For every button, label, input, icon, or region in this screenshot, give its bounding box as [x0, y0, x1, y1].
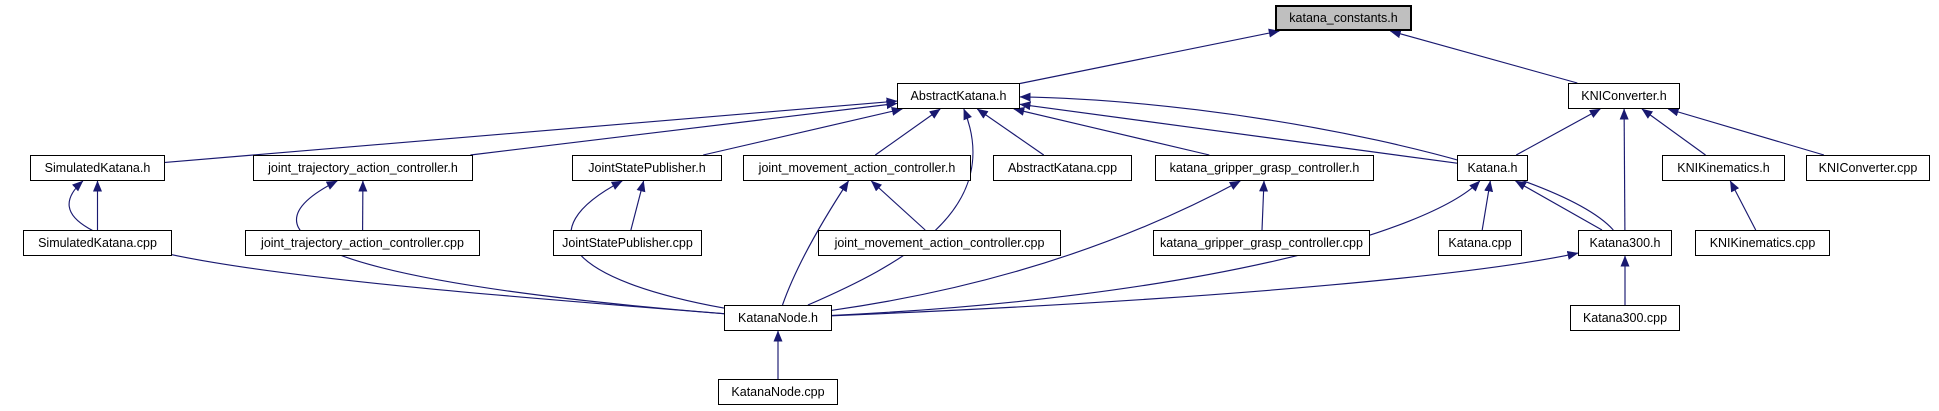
graph-node-label: Katana.cpp — [1448, 236, 1512, 250]
graph-node-label: katana_constants.h — [1289, 11, 1398, 25]
include-edge-jointstatepublisher_cpp-to-jointstatepublisher_h — [630, 180, 646, 231]
graph-node-label: joint_movement_action_controller.cpp — [834, 236, 1045, 250]
graph-node-katana-constants-h[interactable]: katana_constants.h — [1275, 5, 1412, 31]
graph-node-label: KatanaNode.cpp — [731, 385, 825, 399]
graph-node-label: SimulatedKatana.h — [44, 161, 151, 175]
include-edge-katana_gripper_grasp_controller_h-to-abstractkatana_h — [1013, 107, 1210, 156]
graph-node-katananode-cpp[interactable]: KatanaNode.cpp — [718, 379, 838, 405]
graph-node-label: KNIConverter.h — [1581, 89, 1667, 103]
graph-node-joint-movement-action-controller-cpp[interactable]: joint_movement_action_controller.cpp — [818, 230, 1061, 256]
include-edge-knikinematics_cpp-to-knikinematics_h — [1729, 180, 1757, 231]
include-edge-katana_h-to-kniconverter_h — [1515, 108, 1601, 156]
include-edge-abstractkatana_cpp-to-abstractkatana_h — [976, 108, 1045, 156]
graph-node-katananode-h[interactable]: KatanaNode.h — [724, 305, 832, 331]
graph-node-label: AbstractKatana.h — [910, 89, 1007, 103]
graph-node-katana-h[interactable]: Katana.h — [1457, 155, 1528, 181]
include-edge-katana_cpp-to-katana_h — [1481, 180, 1494, 231]
include-edge-simulatedkatana_h-to-abstractkatana_h — [164, 97, 898, 163]
include-edge-abstractkatana_h-to-katana_constants_h — [1019, 28, 1280, 85]
graph-node-joint-trajectory-action-controller-h[interactable]: joint_trajectory_action_controller.h — [253, 155, 473, 181]
graph-node-label: joint_trajectory_action_controller.h — [268, 161, 458, 175]
include-edge-katananode_h-to-katana_h — [831, 180, 1481, 316]
include-edge-jointstatepublisher_h-to-abstractkatana_h — [703, 106, 903, 156]
graph-node-kniconverter-h[interactable]: KNIConverter.h — [1568, 83, 1680, 109]
graph-node-label: AbstractKatana.cpp — [1007, 161, 1118, 175]
graph-node-label: JointStatePublisher.h — [588, 161, 706, 175]
graph-node-label: Katana300.cpp — [1582, 311, 1668, 325]
graph-node-katana300-cpp[interactable]: Katana300.cpp — [1570, 305, 1680, 331]
graph-node-label: KatanaNode.h — [738, 311, 818, 325]
graph-node-jointstatepublisher-cpp[interactable]: JointStatePublisher.cpp — [553, 230, 702, 256]
graph-node-label: Katana300.h — [1589, 236, 1661, 250]
include-edge-katana300_h-to-abstractkatana_h — [1019, 92, 1614, 231]
graph-node-jointstatepublisher-h[interactable]: JointStatePublisher.h — [572, 155, 722, 181]
graph-node-abstractkatana-h[interactable]: AbstractKatana.h — [897, 83, 1020, 109]
graph-node-label: Katana.h — [1467, 161, 1518, 175]
graph-node-katana-cpp[interactable]: Katana.cpp — [1438, 230, 1522, 256]
graph-node-label: joint_trajectory_action_controller.cpp — [261, 236, 464, 250]
graph-node-label: KNIKinematics.h — [1677, 161, 1770, 175]
include-edge-katananode_h-to-joint_movement_action_controller_h — [781, 180, 849, 306]
graph-node-simulatedkatana-cpp[interactable]: SimulatedKatana.cpp — [23, 230, 172, 256]
graph-node-label: SimulatedKatana.cpp — [38, 236, 157, 250]
include-edge-katana300_h-to-katana_h — [1515, 180, 1603, 231]
include-edge-knikinematics_h-to-kniconverter_h — [1641, 108, 1706, 156]
graph-node-abstractkatana-cpp[interactable]: AbstractKatana.cpp — [993, 155, 1132, 181]
graph-node-label: katana_gripper_grasp_controller.cpp — [1160, 236, 1363, 250]
include-edge-katananode_h-to-joint_trajectory_action_controller_h — [296, 180, 725, 315]
graph-node-katana300-h[interactable]: Katana300.h — [1578, 230, 1672, 256]
graph-node-simulatedkatana-h[interactable]: SimulatedKatana.h — [30, 155, 165, 181]
include-edge-joint_movement_action_controller_h-to-abstractkatana_h — [874, 108, 941, 156]
include-edge-joint_movement_action_controller_cpp-to-joint_movement_action_controller_h — [870, 180, 926, 231]
graph-node-joint-movement-action-controller-h[interactable]: joint_movement_action_controller.h — [743, 155, 971, 181]
include-edge-katana_h-to-abstractkatana_h — [1019, 101, 1458, 164]
graph-node-knikinematics-cpp[interactable]: KNIKinematics.cpp — [1695, 230, 1830, 256]
graph-node-label: joint_movement_action_controller.h — [758, 161, 956, 175]
include-edge-joint_trajectory_action_controller_h-to-abstractkatana_h — [470, 100, 898, 156]
graph-node-label: JointStatePublisher.cpp — [562, 236, 693, 250]
graph-node-katana-gripper-grasp-controller-h[interactable]: katana_gripper_grasp_controller.h — [1155, 155, 1374, 181]
include-edge-katana_gripper_grasp_controller_cpp-to-katana_gripper_grasp_controller_h — [1259, 180, 1269, 231]
include-edge-katananode_h-to-katana_gripper_grasp_controller_h — [831, 180, 1241, 311]
graph-node-label: KNIKinematics.cpp — [1709, 236, 1816, 250]
graph-node-joint-trajectory-action-controller-cpp[interactable]: joint_trajectory_action_controller.cpp — [245, 230, 480, 256]
graph-node-kniconverter-cpp[interactable]: KNIConverter.cpp — [1806, 155, 1930, 181]
include-edge-katananode_h-to-abstractkatana_h — [807, 108, 974, 306]
graph-node-katana-gripper-grasp-controller-cpp[interactable]: katana_gripper_grasp_controller.cpp — [1153, 230, 1370, 256]
graph-node-label: katana_gripper_grasp_controller.h — [1169, 161, 1360, 175]
graph-node-knikinematics-h[interactable]: KNIKinematics.h — [1662, 155, 1785, 181]
include-edge-kniconverter_cpp-to-kniconverter_h — [1667, 107, 1825, 156]
graph-node-label: KNIConverter.cpp — [1818, 161, 1918, 175]
include-edge-katananode_h-to-simulatedkatana_h — [68, 180, 725, 315]
include-edge-katana300_h-to-kniconverter_h — [1619, 108, 1629, 231]
include-edge-katananode_h-to-katana300_h — [831, 250, 1579, 317]
include-edge-kniconverter_h-to-katana_constants_h — [1389, 29, 1578, 84]
